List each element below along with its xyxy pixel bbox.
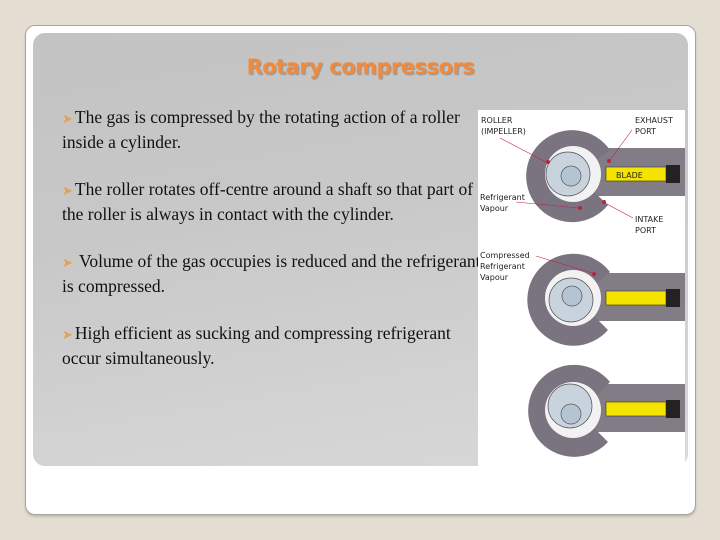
bullet-item: ➤ Volume of the gas occupies is reduced …: [62, 251, 481, 296]
svg-text:PORT: PORT: [635, 127, 656, 136]
slide-content-panel: Rotary compressors ➤The gas is compresse…: [33, 33, 688, 466]
arrow-bullet-icon: ➤: [62, 184, 73, 199]
rotary-compressor-diagram: ROLLER (IMPELLER) EXHAUST PORT BLADE Ref…: [478, 110, 685, 466]
arrow-bullet-icon: ➤: [62, 328, 73, 343]
svg-text:(IMPELLER): (IMPELLER): [481, 127, 526, 136]
svg-text:ROLLER: ROLLER: [481, 116, 513, 125]
svg-text:BLADE: BLADE: [616, 171, 643, 180]
arrow-bullet-icon: ➤: [62, 256, 73, 271]
svg-text:Compressed: Compressed: [480, 251, 530, 260]
svg-text:Refrigerant: Refrigerant: [480, 193, 525, 202]
svg-text:Vapour: Vapour: [480, 204, 509, 213]
svg-text:INTAKE: INTAKE: [635, 215, 663, 224]
svg-text:Refrigerant: Refrigerant: [480, 262, 525, 271]
bullet-list: ➤The gas is compressed by the rotating a…: [62, 106, 492, 394]
compressor-stage-3: [528, 364, 685, 457]
compressor-stage-2: Compressed Refrigerant Vapour: [480, 251, 685, 346]
slide-title: Rotary compressors: [246, 55, 475, 79]
svg-text:EXHAUST: EXHAUST: [635, 116, 673, 125]
bullet-item: ➤The roller rotates off-centre around a …: [62, 179, 474, 224]
arrow-bullet-icon: ➤: [62, 112, 73, 127]
svg-text:Vapour: Vapour: [480, 273, 509, 282]
bullet-item: ➤High efficient as sucking and compressi…: [62, 323, 451, 368]
bullet-item: ➤The gas is compressed by the rotating a…: [62, 107, 460, 152]
compressor-stage-1: ROLLER (IMPELLER) EXHAUST PORT BLADE Ref…: [480, 116, 685, 235]
svg-text:PORT: PORT: [635, 226, 656, 235]
